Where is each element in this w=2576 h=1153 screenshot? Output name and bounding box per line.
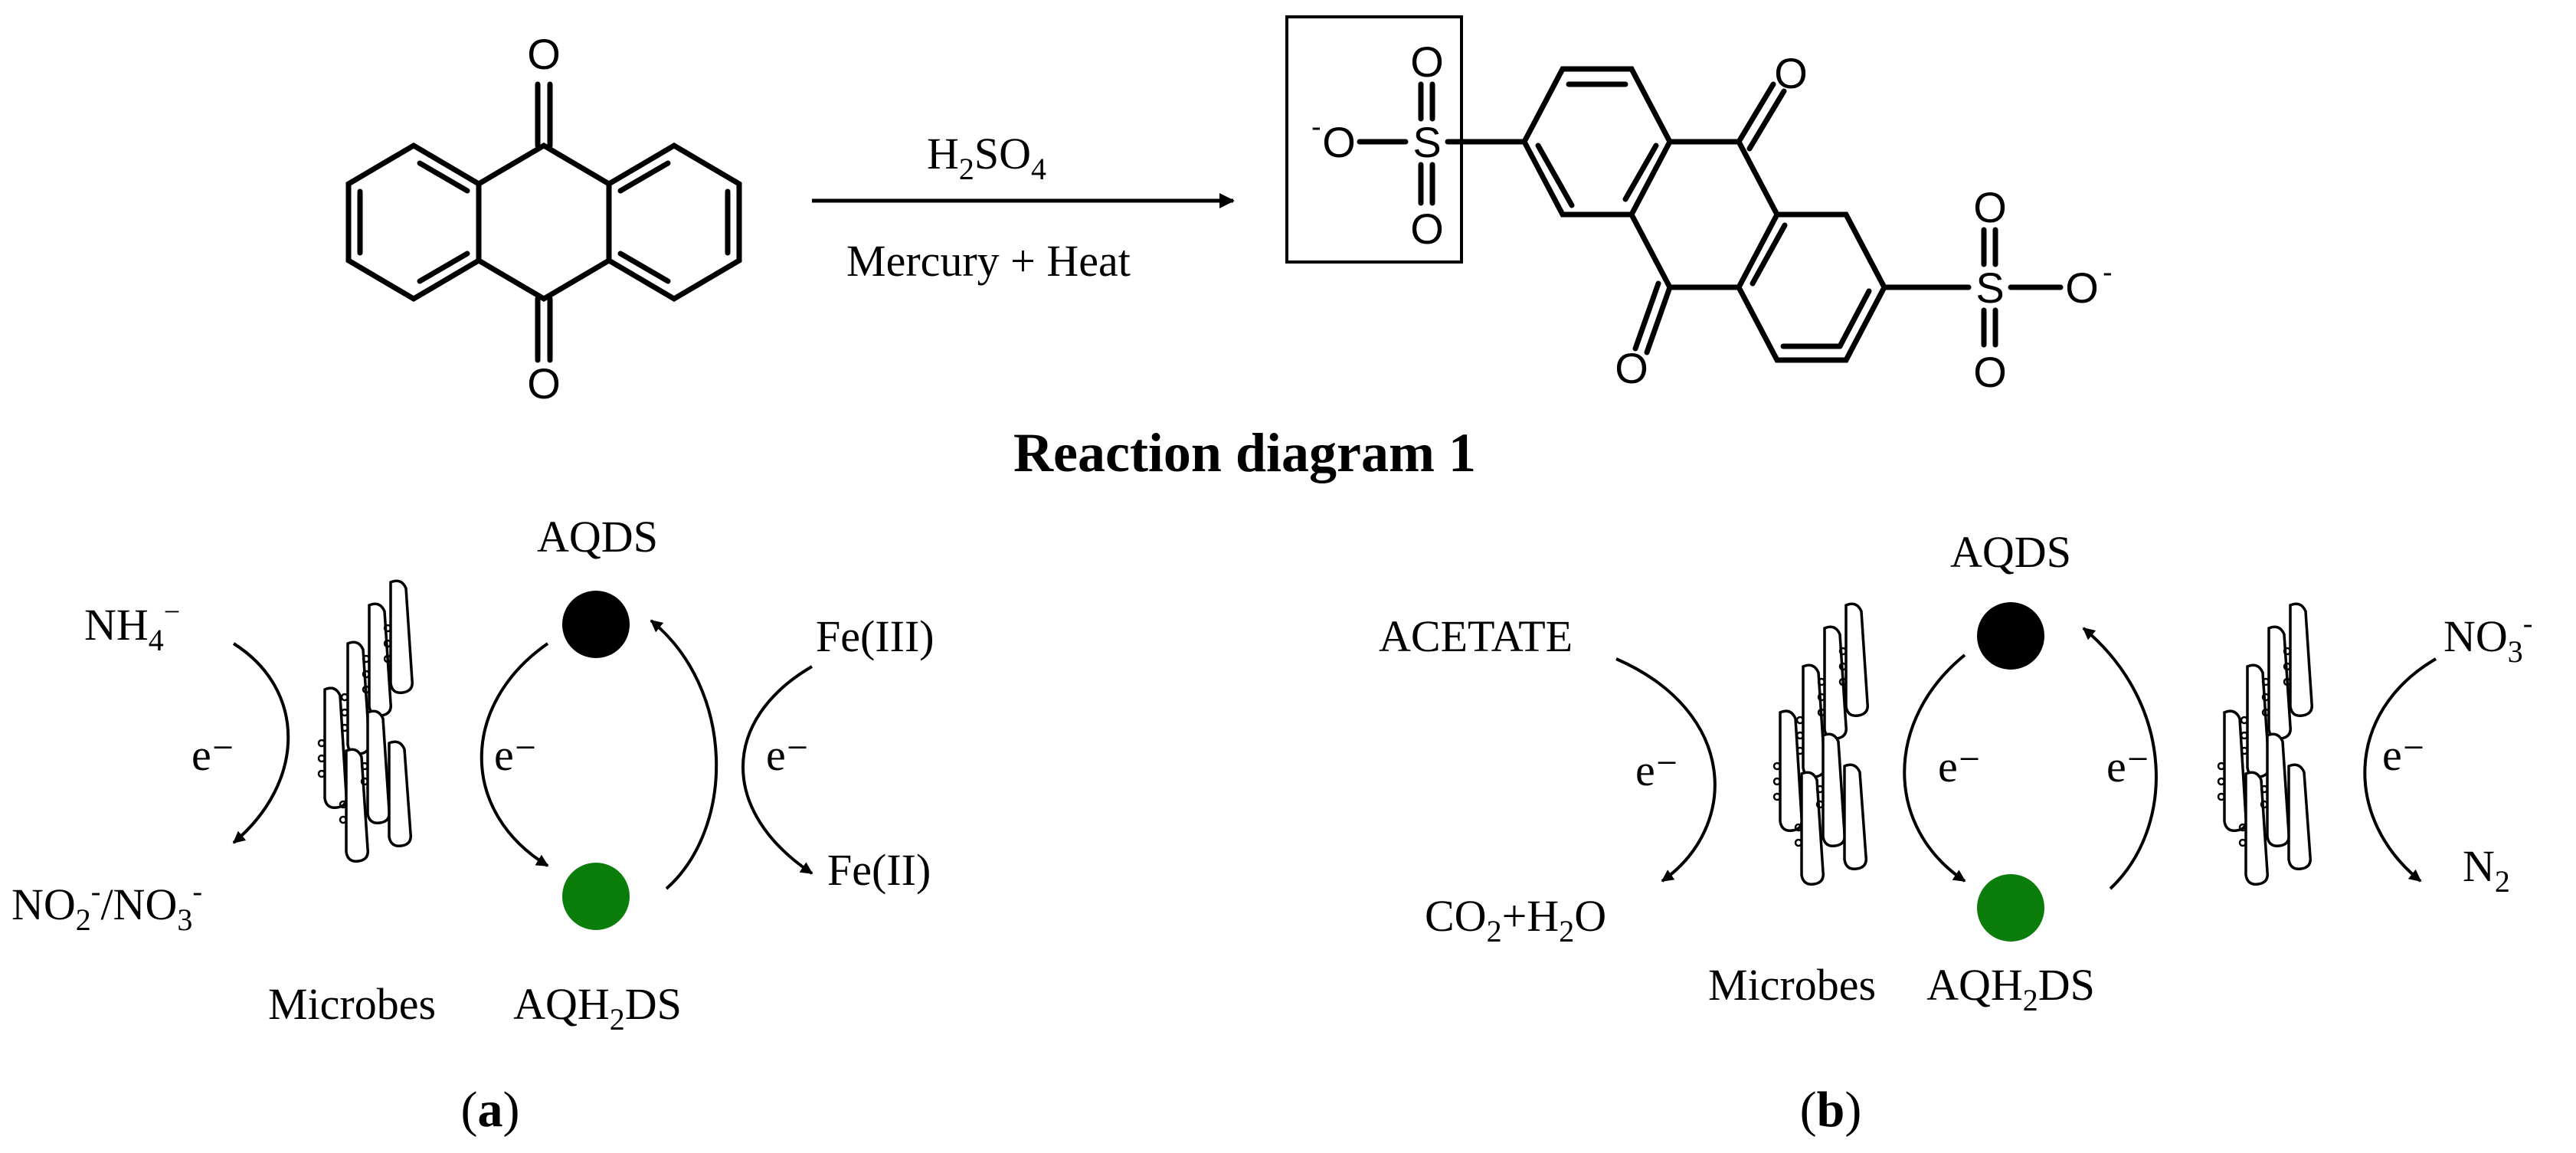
aqds-oxidized-circle [562, 591, 630, 658]
negative-charge: - [1311, 111, 1321, 143]
iron-two-label: Fe(II) [827, 845, 931, 895]
oxygen-atom-label: O [1410, 205, 1444, 253]
aqds-oxidized-circle [1977, 602, 2044, 670]
oxygen-atom-label: O [1410, 38, 1444, 86]
panel-b-caption: (b) [1800, 1082, 1862, 1138]
electron-label: e⁻ [2382, 730, 2425, 780]
nitrite-nitrate-label: NO2-/NO3- [11, 876, 202, 937]
panel-a: NH4− e⁻ NO2-/NO3- Microbes AQDS AQH2DS e… [11, 512, 934, 1138]
electron-label: e⁻ [191, 730, 234, 780]
sulfur-atom-label: S [1412, 118, 1441, 166]
dinitrogen-label: N2 [2463, 841, 2510, 899]
electron-label: e⁻ [766, 730, 809, 780]
electron-label: e⁻ [494, 730, 537, 780]
ammonium-label: NH4− [84, 596, 180, 657]
nitrate-label: NO3- [2443, 608, 2532, 669]
electron-arrow [232, 642, 290, 844]
anthraquinone-structure [345, 81, 742, 363]
electron-label: e⁻ [1938, 742, 1981, 791]
reaction-conditions: Mercury + Heat [846, 236, 1131, 286]
aqh2ds-reduced-circle [1977, 874, 2044, 942]
oxygen-atom-label: O [1615, 344, 1648, 392]
aqds-label: AQDS [537, 512, 658, 562]
iron-three-label: Fe(III) [816, 611, 934, 661]
aqh2ds-reduced-circle [562, 863, 630, 930]
aqh2ds-label: AQH2DS [1926, 960, 2095, 1017]
electron-arrow [480, 642, 549, 867]
oxygen-atom-label: O [527, 359, 561, 408]
aqds-label: AQDS [1950, 527, 2071, 577]
electron-arrow [2363, 657, 2437, 883]
microbes-label: Microbes [1708, 960, 1876, 1010]
aqh2ds-label: AQH2DS [513, 979, 682, 1037]
oxygen-atom-label: O [2065, 264, 2099, 312]
co2-h2o-label: CO2+H2O [1425, 891, 1606, 948]
electron-arrow [1903, 653, 1966, 883]
negative-charge: - [2103, 257, 2113, 289]
anthraquinone-disulfonate-structure [1357, 66, 2064, 363]
electron-arrow [741, 665, 813, 875]
oxygen-atom-label: O [1774, 49, 1808, 97]
reagent-sulfuric-acid: H2SO4 [927, 129, 1046, 186]
acetate-label: ACETATE [1379, 611, 1573, 661]
electron-label: e⁻ [2106, 742, 2149, 791]
oxygen-atom-label: O [1973, 348, 2007, 396]
panel-a-caption: (a) [461, 1082, 520, 1138]
oxygen-atom-label: O [1973, 183, 2007, 231]
microbes-label: Microbes [268, 979, 436, 1029]
sulfur-atom-label: S [1975, 264, 2004, 312]
microbes-illustration [317, 579, 414, 863]
oxygen-atom-label: O [527, 30, 561, 78]
electron-arrow [1615, 657, 1717, 883]
electron-label: e⁻ [1635, 745, 1678, 795]
microbes-illustration [1772, 602, 1869, 886]
oxygen-atom-label: O [1322, 118, 1356, 166]
reaction-title: Reaction diagram 1 [1013, 422, 1476, 483]
microbes-illustration [2217, 602, 2313, 886]
panel-b: ACETATE e⁻ CO2+H2O Microbes AQDS AQH2DS … [1379, 527, 2532, 1138]
electron-arrow [650, 619, 718, 890]
electron-arrow [2082, 627, 2158, 890]
